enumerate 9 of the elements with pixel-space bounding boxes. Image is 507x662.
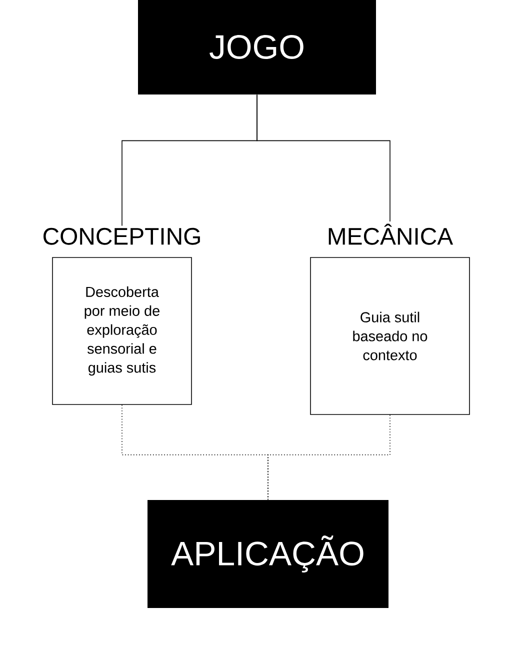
heading: CONCEPTING [44,228,200,245]
connector-line [122,404,268,500]
text-box: Guia sutil baseado no contexto [310,257,470,415]
text-box: Descoberta por meio de exploração sensorial e guias sutis [52,257,192,405]
heading: MECÂNICA [328,224,454,245]
title-box: APLICAÇÃO [148,500,388,608]
connector-line [256,94,390,222]
title-box: JOGO [138,0,376,94]
connector-line [268,414,390,500]
